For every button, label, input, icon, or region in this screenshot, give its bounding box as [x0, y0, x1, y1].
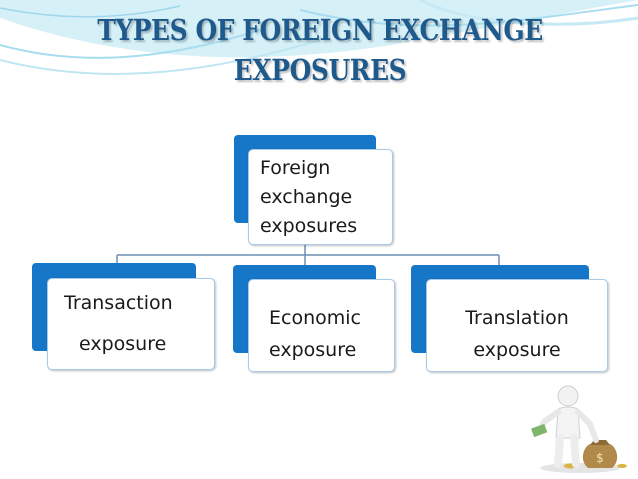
node-label-box: Transaction exposure	[47, 278, 215, 370]
header-swirl-decoration	[0, 0, 638, 75]
title-line-2: EXPOSURES	[233, 53, 407, 87]
node-label-box: Economic exposure	[248, 279, 395, 372]
node-label-line: Economic	[269, 307, 361, 329]
title-line-1: TYPES OF FOREIGN EXCHANGE	[97, 13, 543, 47]
node-label-line: exposure	[79, 333, 167, 355]
node-label-line: exposure	[473, 339, 561, 361]
slide-title: TYPES OF FOREIGN EXCHANGE EXPOSURES	[96, 10, 543, 90]
node-label-line: exposures	[260, 215, 358, 237]
node-label-line: Transaction	[64, 292, 173, 314]
node-label-line: Foreign	[260, 157, 331, 179]
person-with-money-bag-icon: $	[531, 385, 627, 473]
node-label-line: exchange	[260, 186, 353, 208]
node-label-box: Foreign exchange exposures	[248, 149, 393, 245]
svg-text:$: $	[596, 451, 604, 465]
node-label-line: Translation	[465, 307, 569, 329]
node-label-box: Translation exposure	[426, 279, 608, 372]
node-label-line: exposure	[269, 339, 357, 361]
